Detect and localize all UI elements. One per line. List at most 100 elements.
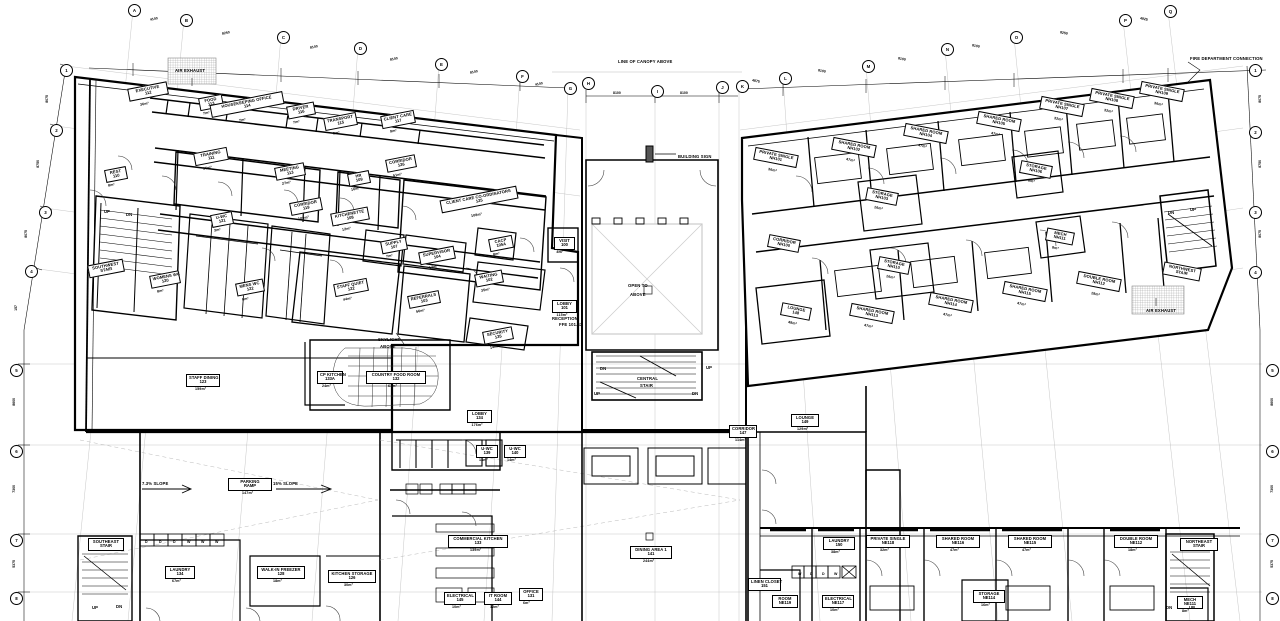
grid-bubble-top-h: H bbox=[582, 77, 595, 90]
grid-bubble-left-1: 1 bbox=[60, 64, 73, 77]
grid-bubble-top-q: Q bbox=[1164, 5, 1177, 18]
room-name: U-WC bbox=[509, 446, 521, 451]
room-name: DOUBLE ROOM bbox=[1119, 536, 1153, 541]
room-name: LAUNDRY bbox=[828, 538, 850, 543]
room-name: NORTHEAST bbox=[1185, 539, 1213, 544]
dimension-string: 8075 bbox=[24, 230, 28, 238]
room-number: 145 bbox=[456, 597, 464, 603]
room-area: 159m² bbox=[195, 387, 207, 391]
appliance-label-d-2: D bbox=[173, 540, 176, 544]
grid-bubble-left-5: 5 bbox=[10, 364, 23, 377]
room-area: 139m² bbox=[470, 548, 482, 552]
room-name: VISIT bbox=[559, 238, 570, 243]
dimension-string: 8075 bbox=[45, 95, 49, 103]
room-name: SHARED ROOM bbox=[1013, 536, 1047, 541]
room-area: 10m² bbox=[830, 608, 839, 612]
appliance-label-w-6: W bbox=[798, 572, 802, 576]
annotation-fire-extinguisher: FFE 101.43 bbox=[559, 322, 583, 327]
room-number: 123 bbox=[199, 379, 207, 385]
room-name: LOBBY bbox=[472, 411, 487, 416]
appliance-label-d-0: D bbox=[145, 540, 148, 544]
appliance-label-w-9: W bbox=[834, 572, 838, 576]
annotation-skylight-above-2: ABOVE bbox=[380, 344, 396, 349]
room-area: 114m² bbox=[735, 438, 746, 442]
dimension-string: 8750 bbox=[1258, 160, 1262, 168]
leader-lines bbox=[191, 61, 1201, 345]
annotation-up-central-2: UP bbox=[594, 391, 601, 396]
grid-bubble-top-f: F bbox=[516, 70, 529, 83]
grid-bubble-right-1: 1 bbox=[1249, 64, 1262, 77]
grid-bubble-right-5: 5 bbox=[1266, 364, 1279, 377]
room-number: NE116 bbox=[951, 540, 965, 546]
room-area: 8m² bbox=[1182, 609, 1189, 613]
room-name: COMMERCIAL KITCHEN bbox=[453, 536, 503, 541]
room-name: MECH bbox=[1183, 597, 1197, 602]
room-area: 10m² bbox=[452, 605, 461, 609]
room-number: 133A bbox=[325, 376, 335, 382]
room-area: 8m² bbox=[1051, 245, 1060, 251]
room-name: LAUNDRY bbox=[169, 567, 191, 572]
dimension-string: 8600 bbox=[12, 398, 16, 406]
dimension-string: 8600 bbox=[1270, 398, 1274, 406]
room-name: KITCHEN STORAGE bbox=[331, 571, 373, 576]
grid-bubble-top-d: D bbox=[354, 42, 367, 55]
grid-bubble-left-4: 4 bbox=[25, 265, 38, 278]
annotation-dn-nw: DN bbox=[1168, 210, 1175, 215]
grid-bubble-top-p: P bbox=[1119, 14, 1132, 27]
room-name: PRIVATE SINGLE bbox=[870, 536, 906, 541]
annotation-fire-dept-connection: FIRE DEPARTMENT CONNECTION bbox=[1190, 56, 1263, 61]
room-name: CP KITCHEN bbox=[320, 372, 346, 377]
grid-bubble-left-2: 2 bbox=[50, 124, 63, 137]
room-number: NE119 bbox=[778, 600, 792, 606]
grid-bubble-right-2: 2 bbox=[1249, 126, 1262, 139]
room-number: 132 bbox=[392, 376, 400, 382]
room-number: 144 bbox=[494, 597, 502, 603]
room-name: LOUNGE bbox=[795, 415, 815, 420]
annotation-up-ne: UP bbox=[1189, 605, 1196, 610]
grid-bubble-right-3: 3 bbox=[1249, 206, 1262, 219]
grid-bubble-top-k: K bbox=[736, 80, 749, 93]
annotation-up-nw: UP bbox=[1190, 207, 1197, 212]
annotation-up-central: UP bbox=[706, 365, 713, 370]
room-number: 150 bbox=[835, 542, 843, 548]
appliance-label-d-1: D bbox=[159, 540, 162, 544]
appliance-label-d-8: D bbox=[822, 572, 825, 576]
slope-arrows bbox=[142, 484, 333, 494]
room-number: 141 bbox=[647, 551, 655, 557]
room-number: 151 bbox=[761, 583, 768, 589]
west-wing-walls bbox=[73, 75, 746, 621]
room-name: DINING AREA 1 bbox=[635, 547, 667, 552]
room-area: 6m² bbox=[523, 601, 530, 605]
grid-bubble-top-o: O bbox=[1010, 31, 1023, 44]
room-area: 8m² bbox=[556, 250, 564, 254]
room-name: IT ROOM bbox=[488, 593, 508, 598]
room-number: 131 bbox=[527, 593, 535, 599]
annotation-air-exhaust-ne: AIR EXHAUST bbox=[1146, 308, 1177, 313]
room-number: 147 bbox=[739, 430, 747, 436]
dimension-string: 8075 bbox=[1258, 230, 1262, 238]
annotation-dn-central: DN bbox=[600, 366, 607, 371]
dimension-lines-side bbox=[18, 63, 1261, 621]
room-area: 16m² bbox=[981, 603, 990, 607]
annotation-dn-ne: DN bbox=[1166, 605, 1173, 610]
room-name: CORRIDOR bbox=[732, 426, 756, 431]
dimension-string: 8075 bbox=[1258, 95, 1262, 103]
grid-bubble-top-g: G bbox=[564, 82, 577, 95]
